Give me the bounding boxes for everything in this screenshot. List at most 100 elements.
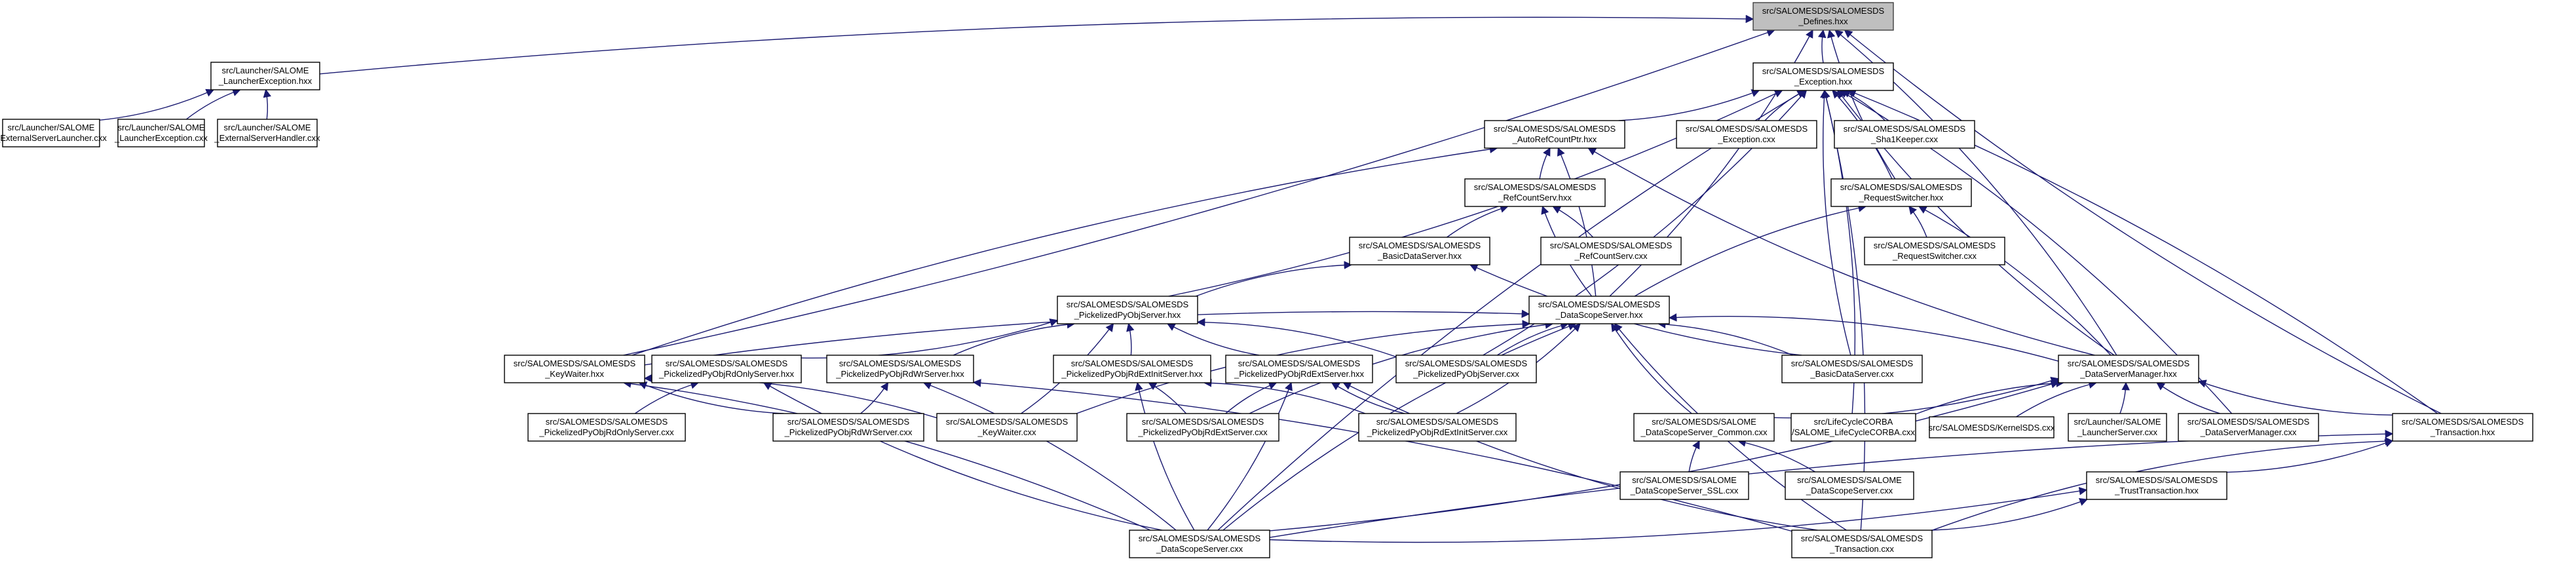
file-node-data-server-manager-cxx[interactable]: src/SALOMESDS/SALOMESDS_DataServerManage… <box>2178 413 2319 442</box>
file-node-defines-hxx[interactable]: src/SALOMESDS/SALOMESDS_Defines.hxx <box>1752 2 1894 31</box>
dependency-edge <box>1148 382 1187 414</box>
file-node-rd-only-server-hxx[interactable]: src/SALOMESDS/SALOMESDS_PickelizedPyObjR… <box>651 355 802 383</box>
node-label-line1: src/SALOMESDS/SALOMESDS <box>1405 358 1528 368</box>
file-node-request-switcher-cxx[interactable]: src/SALOMESDS/SALOMESDS_RequestSwitcher.… <box>1864 237 2005 265</box>
node-label-line2: _PickelizedPyObjRdExtServer.cxx <box>1137 427 1268 437</box>
node-label-line1: src/Launcher/SALOME <box>8 123 95 132</box>
dependency-edge <box>1915 379 2065 415</box>
node-label-line2: _DataServerManager.cxx <box>2200 427 2297 437</box>
file-node-lifecycle-corba-cxx[interactable]: src/LifeCycleCORBA/SALOME_LifeCycleCORBA… <box>1790 413 1916 442</box>
dependency-edge <box>2226 439 2394 473</box>
node-label-line2: _Transaction.hxx <box>2430 427 2495 437</box>
node-label-line2: _LauncherException.cxx <box>114 133 208 143</box>
file-node-rd-ext-server-hxx[interactable]: src/SALOMESDS/SALOMESDS_PickelizedPyObjR… <box>1225 355 1373 383</box>
dependency-edge <box>953 320 1076 356</box>
node-label-line2: _DataServerManager.hxx <box>2079 369 2177 379</box>
file-node-rd-ext-init-server-cxx[interactable]: src/SALOMESDS/SALOMESDS_PickelizedPyObjR… <box>1358 413 1517 442</box>
file-node-exception-hxx[interactable]: src/SALOMESDS/SALOMESDS_Exception.hxx <box>1752 62 1894 91</box>
file-node-rd-ext-init-server-hxx[interactable]: src/SALOMESDS/SALOMESDS_PickelizedPyObjR… <box>1053 355 1211 383</box>
file-node-ref-count-serv-cxx[interactable]: src/SALOMESDS/SALOMESDS_RefCountServ.cxx <box>1540 237 1682 265</box>
file-node-data-scope-server-ssl-cxx[interactable]: src/SALOMESDS/SALOME_DataScopeServer_SSL… <box>1619 471 1749 500</box>
node-box <box>2178 413 2319 442</box>
node-label-line1: src/SALOMESDS/SALOMESDS <box>546 417 668 427</box>
node-label-line1: src/SALOMESDS/SALOMESDS <box>1762 66 1885 76</box>
file-node-transaction-hxx[interactable]: src/SALOMESDS/SALOMESDS_Transaction.hxx <box>2392 413 2533 442</box>
dependency-edge <box>622 379 1151 531</box>
node-box <box>2 119 100 147</box>
node-box <box>2068 413 2167 442</box>
node-label-line2: _Sha1Keeper.cxx <box>1870 134 1938 144</box>
dependency-edge <box>1931 436 2394 531</box>
node-box <box>1752 62 1894 91</box>
dependency-edge <box>1225 381 1278 414</box>
file-node-rd-only-server-cxx[interactable]: src/SALOMESDS/SALOMESDS_PickelizedPyObjR… <box>527 413 686 442</box>
node-box <box>1484 120 1625 149</box>
file-node-key-waiter-hxx[interactable]: src/SALOMESDS/SALOMESDS_KeyWaiter.hxx <box>504 355 645 383</box>
file-node-launcher-exception-hxx[interactable]: src/Launcher/SALOME_LauncherException.hx… <box>210 62 320 90</box>
file-node-sha1keeper-cxx[interactable]: src/SALOMESDS/SALOMESDS_Sha1Keeper.cxx <box>1834 120 1975 149</box>
node-label-line2: _RefCountServ.hxx <box>1498 193 1572 203</box>
dependency-edge <box>319 14 1754 75</box>
file-node-rd-wr-server-cxx[interactable]: src/SALOMESDS/SALOMESDS_PickelizedPyObjR… <box>772 413 924 442</box>
file-node-auto-ref-count-ptr-hxx[interactable]: src/SALOMESDS/SALOMESDS_AutoRefCountPtr.… <box>1484 120 1625 149</box>
file-node-basic-data-server-hxx[interactable]: src/SALOMESDS/SALOMESDS_BasicDataServer.… <box>1349 237 1490 265</box>
node-label-line2: _Exception.cxx <box>1717 134 1775 144</box>
node-box <box>1126 413 1279 442</box>
node-label-line1: src/Launcher/SALOME <box>224 123 311 132</box>
node-label-line2: _ExternalServerLauncher.cxx <box>0 133 107 143</box>
node-label-line1: src/SALOMESDS/SALOMESDS <box>1067 300 1189 309</box>
node-label-line2: _Exception.hxx <box>1794 77 1853 87</box>
node-label-line2: _LauncherException.hxx <box>218 76 313 86</box>
file-node-basic-data-server-cxx[interactable]: src/SALOMESDS/SALOMESDS_BasicDataServer.… <box>1781 355 1923 383</box>
node-label-line1: src/SALOMESDS/SALOMESDS <box>1844 124 1966 134</box>
file-node-pickled-pyobj-server-hxx[interactable]: src/SALOMESDS/SALOMESDS_PickelizedPyObjS… <box>1057 296 1198 324</box>
node-box <box>527 413 686 442</box>
file-node-data-server-manager-hxx[interactable]: src/SALOMESDS/SALOMESDS_DataServerManage… <box>2058 355 2199 383</box>
dependency-edge <box>1587 147 2095 356</box>
node-label-line1: src/SALOMESDS/SALOMESDS <box>2068 358 2190 368</box>
file-node-ext-server-handler-cxx[interactable]: src/Launcher/SALOME_ExternalServerHandle… <box>214 119 320 147</box>
dependency-edge <box>972 379 1792 532</box>
node-box <box>1929 416 2055 438</box>
file-node-ext-server-launcher-cxx[interactable]: src/Launcher/SALOME_ExternalServerLaunch… <box>0 119 107 147</box>
file-node-salome-data-scope-server-cxx[interactable]: src/SALOMESDS/SALOME_DataScopeServer.cxx <box>1785 471 1914 500</box>
file-node-ref-count-serv-hxx[interactable]: src/SALOMESDS/SALOMESDS_RefCountServ.hxx <box>1464 178 1606 207</box>
node-box <box>1790 413 1916 442</box>
file-node-trust-transaction-hxx[interactable]: src/SALOMESDS/SALOMESDS_TrustTransaction… <box>2086 471 2227 500</box>
file-node-rd-ext-server-cxx[interactable]: src/SALOMESDS/SALOMESDS_PickelizedPyObjR… <box>1126 413 1279 442</box>
file-node-pickled-pyobj-server-cxx[interactable]: src/SALOMESDS/SALOMESDS_PickelizedPyObjS… <box>1395 355 1537 383</box>
node-label-line2: _RefCountServ.cxx <box>1574 251 1648 261</box>
dependency-edge <box>1611 322 1692 414</box>
dependency-edge <box>1764 90 1806 121</box>
node-label-line1: src/SALOMESDS/SALOMESDS <box>946 417 1069 427</box>
node-box <box>1349 237 1490 265</box>
node-label-line1: src/SALOMESDS/SALOMESDS <box>1359 241 1481 250</box>
node-label-line2: _Transaction.cxx <box>1829 544 1894 554</box>
file-node-transaction-cxx[interactable]: src/SALOMESDS/SALOMESDS_Transaction.cxx <box>1791 530 1933 558</box>
node-label-line2: _ExternalServerHandler.cxx <box>214 133 320 143</box>
file-node-key-waiter-cxx[interactable]: src/SALOMESDS/SALOMESDS_KeyWaiter.cxx <box>936 413 1078 442</box>
node-label-line2: _LauncherServer.cxx <box>2077 427 2158 437</box>
node-box <box>1528 296 1670 324</box>
file-node-launcher-server-cxx[interactable]: src/Launcher/SALOME_LauncherServer.cxx <box>2068 413 2167 442</box>
dependency-edge <box>1207 381 1293 531</box>
node-box <box>1464 178 1606 207</box>
node-label-line1: src/SALOMESDS/SALOMESDS <box>2096 475 2218 485</box>
dependency-edge <box>1497 321 1569 356</box>
file-node-kernel-sds-cxx[interactable]: src/SALOMESDS/KernelSDS.cxx <box>1929 416 2055 438</box>
node-label-line1: src/SALOMESDS/SALOMESDS <box>1538 300 1661 309</box>
node-box <box>936 413 1078 442</box>
node-box <box>1785 471 1914 500</box>
file-node-request-switcher-hxx[interactable]: src/SALOMESDS/SALOMESDS_RequestSwitcher.… <box>1830 178 1972 207</box>
node-label-line1: src/Launcher/SALOME <box>118 123 205 132</box>
file-node-data-scope-server-hxx[interactable]: src/SALOMESDS/SALOMESDS_DataScopeServer.… <box>1528 296 1670 324</box>
file-node-exception-cxx[interactable]: src/SALOMESDS/SALOMESDS_Exception.cxx <box>1676 120 1817 149</box>
file-node-data-scope-server-common-cxx[interactable]: src/SALOMESDS/SALOME_DataScopeServer_Com… <box>1633 413 1775 442</box>
file-node-launcher-exception-cxx[interactable]: src/Launcher/SALOME_LauncherException.cx… <box>114 119 208 147</box>
node-label-line1: src/SALOMESDS/SALOMESDS <box>1791 358 1914 368</box>
node-label-line1: src/SALOMESDS/SALOMESDS <box>787 417 910 427</box>
nodes: src/SALOMESDS/SALOMESDS_Defines.hxx src/L… <box>0 2 2533 558</box>
file-node-rd-wr-server-hxx[interactable]: src/SALOMESDS/SALOMESDS_PickelizedPyObjR… <box>826 355 974 383</box>
node-label-line2: _TrustTransaction.hxx <box>2114 486 2199 495</box>
file-node-data-scope-server-cxx[interactable]: src/SALOMESDS/SALOMESDS_DataScopeServer.… <box>1129 530 1270 558</box>
